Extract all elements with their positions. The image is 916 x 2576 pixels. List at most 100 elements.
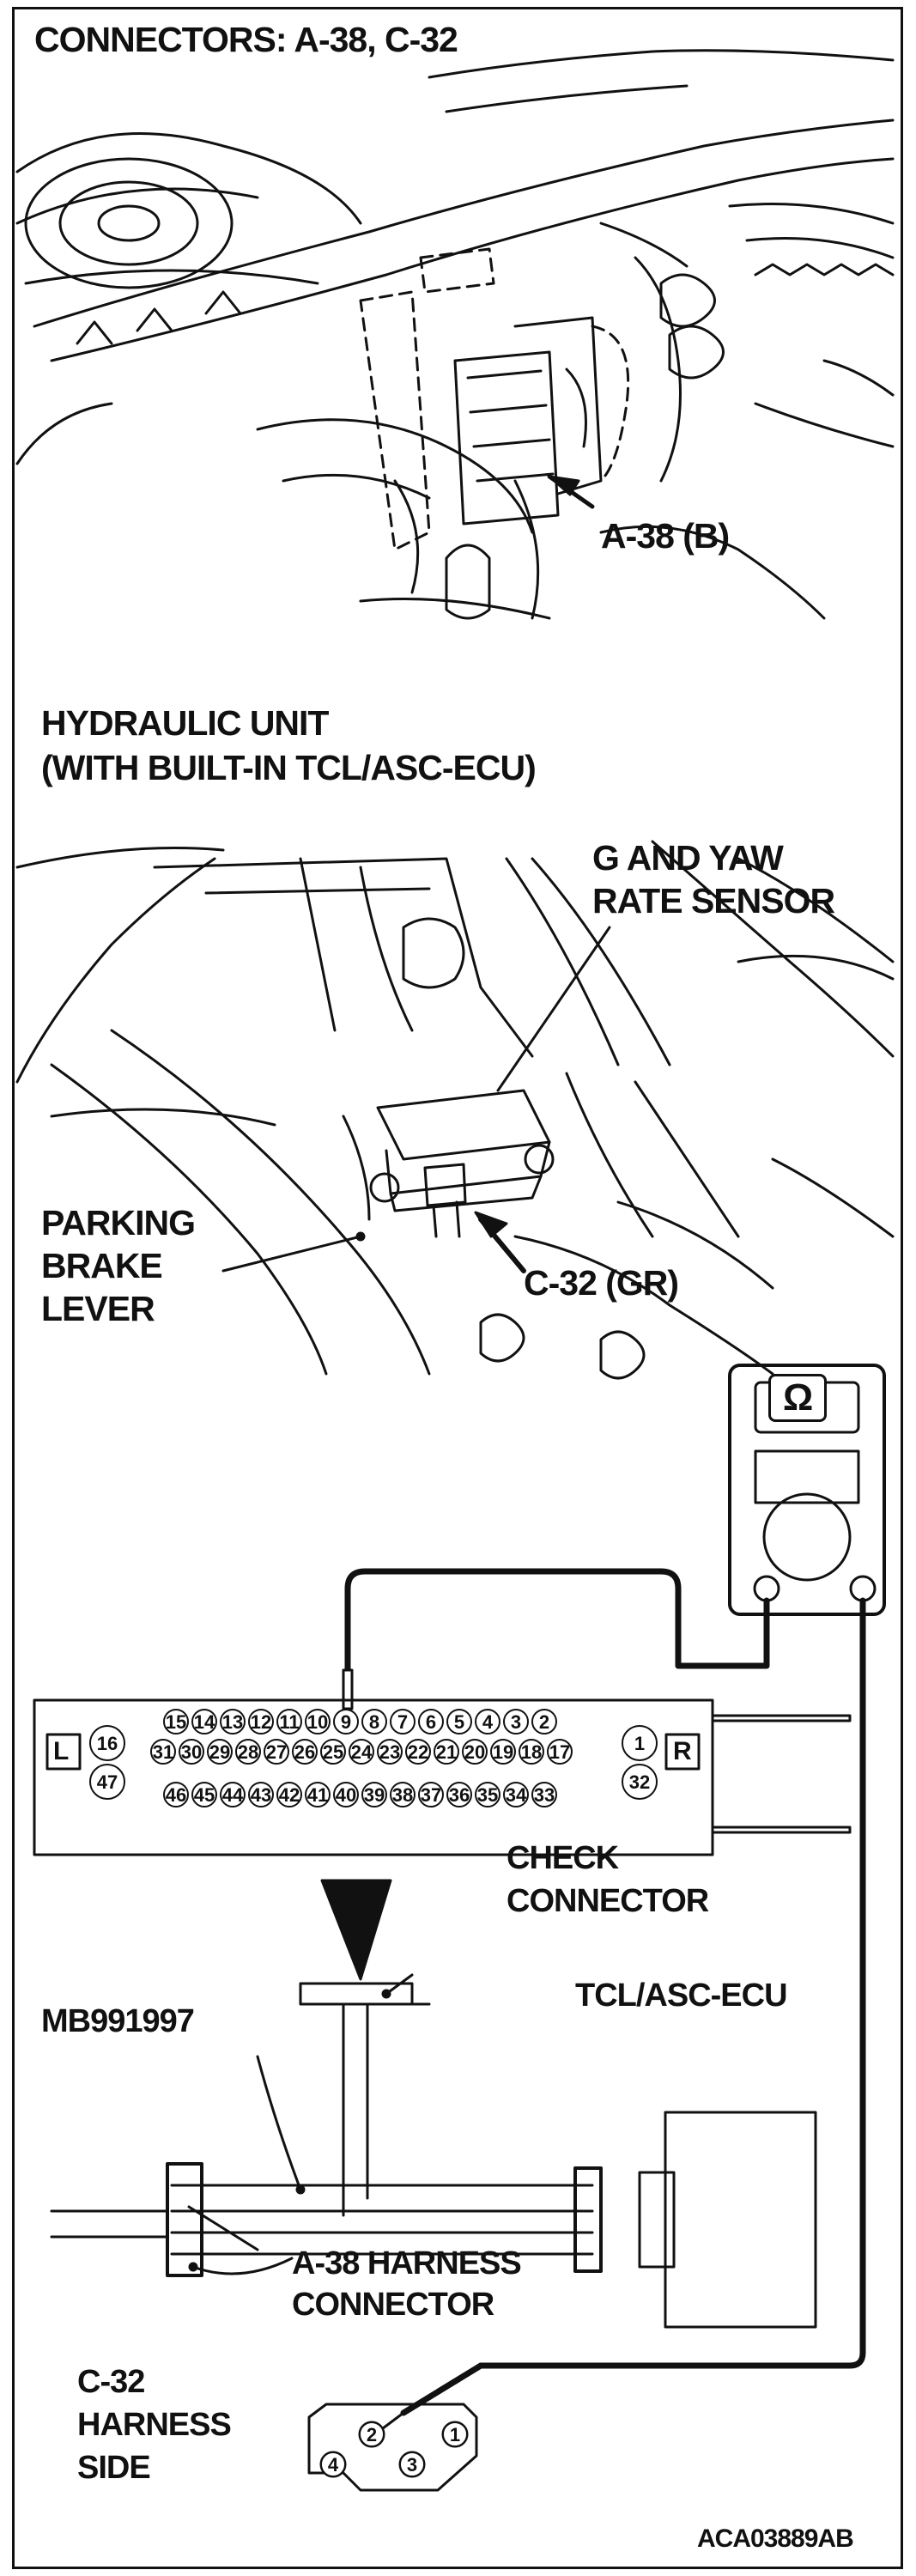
pin-4: 4 [482,1711,494,1733]
pin-2: 2 [539,1711,549,1733]
pin-6: 6 [426,1711,436,1733]
pin-32: 32 [629,1771,650,1793]
c32-pin-1-circle [442,2421,468,2447]
pin-12: 12 [251,1711,271,1733]
g-yaw-sensor-label-2: RATE SENSOR [592,881,835,920]
pin-14-circle [191,1709,217,1735]
pin-43-circle [248,1782,274,1807]
pin-24-circle [349,1739,374,1765]
a38-harness-label-2: CONNECTOR [292,2287,494,2323]
c32-pin-2-circle [359,2421,385,2447]
tool-label: MB991997 [41,2003,195,2039]
parking-brake-label-1: PARKING [41,1203,196,1242]
connector-side-right: R [673,1737,692,1765]
pin-47: 47 [97,1771,118,1793]
c32-label: C-32 (GR) [524,1263,679,1303]
pin-16-circle [89,1725,125,1761]
pin-35: 35 [477,1784,498,1806]
pin-7: 7 [397,1711,408,1733]
pin-19: 19 [493,1741,513,1763]
pin-6-circle [418,1709,444,1735]
pin-30-circle [179,1739,204,1765]
pin-1: 1 [634,1733,645,1754]
pin-5: 5 [454,1711,464,1733]
pin-39-circle [361,1782,387,1807]
pin-35-circle [475,1782,500,1807]
pin-40-circle [333,1782,359,1807]
a38-harness-label-1: A-38 HARNESS [292,2245,522,2281]
pin-28-circle [235,1739,261,1765]
pin-26: 26 [294,1741,315,1763]
pin-12-circle [248,1709,274,1735]
check-connector-label-2: CONNECTOR [507,1883,709,1919]
connector-side-left: L [53,1737,69,1765]
pin-9-circle [333,1709,359,1735]
pin-18-circle [519,1739,544,1765]
pin-15-circle [163,1709,189,1735]
pin-19-circle [490,1739,516,1765]
c32-pin-1: 1 [450,2424,460,2445]
pin-38-circle [390,1782,416,1807]
pin-3-circle [503,1709,529,1735]
pin-17-circle [547,1739,573,1765]
c32-harness-label-3: SIDE [77,2450,151,2486]
pin-44-circle [220,1782,246,1807]
pin-33-circle [531,1782,557,1807]
hydraulic-unit-label-2: (WITH BUILT-IN TCL/ASC-ECU) [41,748,537,787]
pin-3: 3 [511,1711,521,1733]
pin-37: 37 [421,1784,441,1806]
pin-14: 14 [194,1711,215,1733]
pin-45: 45 [194,1784,215,1806]
pin-22-circle [405,1739,431,1765]
figure-code: ACA03889AB [697,2524,854,2553]
c32-pin-4: 4 [328,2454,339,2476]
pin-15: 15 [166,1711,186,1733]
pin-27: 27 [266,1741,287,1763]
pin-28: 28 [238,1741,258,1763]
pin-37-circle [418,1782,444,1807]
pin-44: 44 [222,1784,244,1806]
pin-13: 13 [222,1711,243,1733]
pin-24: 24 [351,1741,373,1763]
g-yaw-sensor-label-1: G AND YAW [592,838,784,878]
pin-36-circle [446,1782,472,1807]
pin-21-circle [434,1739,459,1765]
ohmmeter-icon [728,1364,886,1616]
pin-38: 38 [392,1784,413,1806]
pin-13-circle [220,1709,246,1735]
pin-27-circle [264,1739,289,1765]
pin-10-circle [305,1709,331,1735]
pin-23: 23 [379,1741,400,1763]
engine-bay-illustration [15,49,895,620]
pin-31-circle [150,1739,176,1765]
parking-brake-label-3: LEVER [41,1289,155,1328]
c32-harness-label-2: HARNESS [77,2407,232,2443]
c32-pin-2: 2 [367,2424,377,2445]
pin-41: 41 [307,1784,328,1806]
c32-pin-3: 3 [407,2454,417,2476]
pin-18: 18 [521,1741,542,1763]
pin-8: 8 [369,1711,379,1733]
c32-harness-label-1: C-32 [77,2364,145,2400]
a38-label: A-38 (B) [601,516,730,556]
pin-45-circle [191,1782,217,1807]
pin-40: 40 [336,1784,356,1806]
pin-39: 39 [364,1784,385,1806]
pin-21: 21 [436,1741,457,1763]
hydraulic-unit-label-1: HYDRAULIC UNIT [41,703,329,743]
pin-33: 33 [534,1784,555,1806]
pin-46: 46 [166,1784,186,1806]
ohm-symbol: Ω [768,1374,828,1422]
c32-pin-4-circle [320,2451,346,2477]
pin-20: 20 [464,1741,485,1763]
pin-23-circle [377,1739,403,1765]
pin-5-circle [446,1709,472,1735]
pin-4-circle [475,1709,500,1735]
pin-25: 25 [323,1741,343,1763]
pin-11: 11 [279,1711,299,1733]
parking-brake-label-2: BRAKE [41,1246,163,1285]
pin-29: 29 [209,1741,230,1763]
pin-25-circle [320,1739,346,1765]
